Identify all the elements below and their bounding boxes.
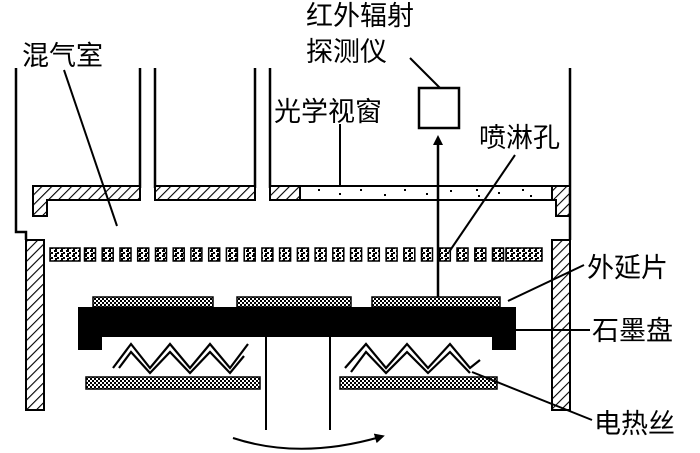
shower-hole <box>420 247 434 262</box>
label-heating-wire: 电热丝 <box>594 409 675 440</box>
shower-hole <box>403 247 416 262</box>
shower-hole <box>225 247 239 262</box>
shower-hole <box>349 247 363 262</box>
leader-ir-detector <box>409 57 441 89</box>
shower-hole <box>385 247 398 262</box>
leader-mixing-chamber <box>63 69 118 227</box>
label-ir-detector-line1: 红外辐射 <box>306 1 414 32</box>
shower-head <box>49 247 543 262</box>
leader-lines <box>63 57 593 421</box>
shower-hole <box>243 247 256 262</box>
chamber-lid-plate <box>32 185 571 217</box>
shower-hole <box>314 247 327 262</box>
leader-heating-wire <box>471 371 593 421</box>
label-graphite-disk: 石墨盘 <box>592 316 673 347</box>
rotating-shaft <box>265 337 331 430</box>
shower-holes <box>83 247 505 262</box>
graphite-disk <box>78 307 516 350</box>
shower-hole <box>474 247 487 262</box>
heating-coil-right <box>344 342 481 375</box>
leader-shower-holes <box>448 154 516 253</box>
shower-hole <box>154 247 168 262</box>
shower-hole <box>136 247 150 262</box>
heater-bases <box>85 376 498 390</box>
shower-hole <box>190 247 203 262</box>
gas-inlet-tubes <box>14 68 572 188</box>
label-optical-window: 光学视窗 <box>274 97 382 128</box>
shower-hole <box>261 247 274 262</box>
shower-hole <box>296 247 310 262</box>
optical-window <box>299 185 553 201</box>
shower-hole <box>438 247 452 262</box>
rotation-arrow <box>232 433 385 450</box>
shower-hole <box>491 247 505 262</box>
heating-coil-left <box>112 342 249 375</box>
label-mixing-chamber: 混气室 <box>22 41 103 72</box>
shower-hole <box>172 247 185 262</box>
ir-detector-box <box>417 86 461 130</box>
label-epitaxial-wafer: 外延片 <box>587 253 668 284</box>
shower-hole <box>367 247 381 262</box>
chamber-side-walls <box>25 239 571 411</box>
shower-hole <box>101 247 114 262</box>
label-shower-holes: 喷淋孔 <box>479 123 560 154</box>
shower-hole <box>278 247 292 262</box>
shower-hole <box>83 247 97 262</box>
shower-hole <box>456 247 469 262</box>
shower-hole <box>119 247 132 262</box>
leader-epitaxial <box>507 264 585 302</box>
shower-hole <box>332 247 345 262</box>
shower-hole <box>207 247 221 262</box>
label-ir-detector-line2: 探测仪 <box>306 37 387 68</box>
chamber-outer-walls <box>14 188 572 240</box>
